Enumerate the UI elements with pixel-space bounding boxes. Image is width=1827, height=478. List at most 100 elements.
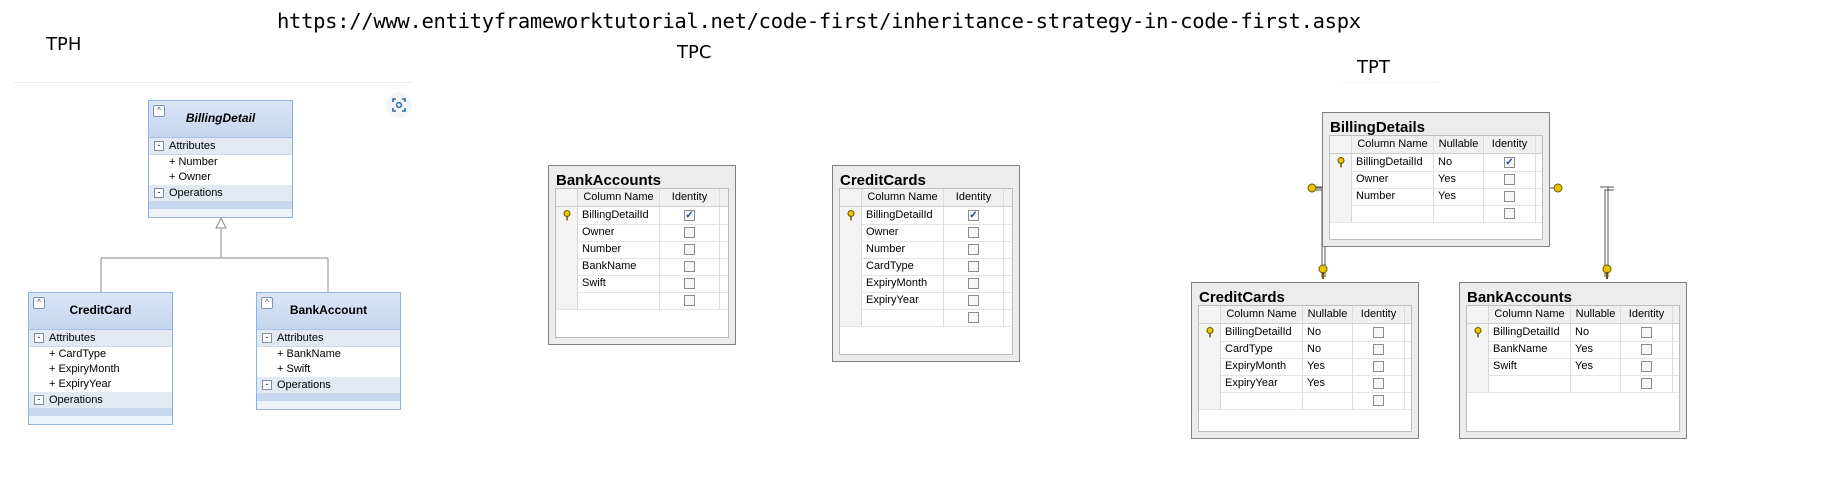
identity-checkbox[interactable]: [1373, 327, 1384, 338]
identity-checkbox[interactable]: [968, 278, 979, 289]
row-selector[interactable]: [840, 241, 862, 258]
table-row[interactable]: Number: [840, 241, 1012, 259]
identity-checkbox[interactable]: [968, 312, 979, 323]
row-selector[interactable]: [556, 241, 578, 258]
row-selector[interactable]: [1467, 341, 1489, 358]
identity-checkbox[interactable]: [684, 261, 695, 272]
identity-checkbox[interactable]: [1373, 344, 1384, 355]
table-row[interactable]: ExpiryYear: [840, 292, 1012, 310]
uml-class-creditcard[interactable]: ^ CreditCard -Attributes + CardType + Ex…: [28, 292, 173, 425]
row-selector[interactable]: [840, 275, 862, 292]
row-selector[interactable]: [1467, 375, 1489, 392]
identity-checkbox[interactable]: ✓: [968, 210, 979, 221]
identity-checkbox[interactable]: [1373, 378, 1384, 389]
table-row[interactable]: BankName: [556, 258, 728, 276]
table-row[interactable]: BillingDetailId✓: [556, 207, 728, 225]
identity-checkbox[interactable]: [1373, 395, 1384, 406]
row-selector[interactable]: [1467, 358, 1489, 375]
operations-section[interactable]: -Operations: [257, 377, 400, 394]
table-row[interactable]: ExpiryMonth: [840, 275, 1012, 293]
table-row[interactable]: Swift: [556, 275, 728, 293]
row-selector[interactable]: [840, 224, 862, 241]
identity-checkbox[interactable]: [1641, 361, 1652, 372]
uml-class-billingdetail[interactable]: ^ BillingDetail -Attributes + Number + O…: [148, 100, 293, 218]
table-row[interactable]: [1199, 392, 1411, 410]
identity-checkbox[interactable]: [968, 227, 979, 238]
identity-checkbox[interactable]: [684, 295, 695, 306]
identity-checkbox[interactable]: [1641, 344, 1652, 355]
minus-icon[interactable]: -: [34, 395, 44, 405]
scan-focus-icon[interactable]: [386, 92, 412, 118]
row-selector[interactable]: [1199, 392, 1221, 409]
collapse-icon[interactable]: ^: [153, 105, 165, 117]
identity-checkbox[interactable]: [684, 278, 695, 289]
identity-checkbox[interactable]: [1504, 208, 1515, 219]
row-selector[interactable]: [1199, 375, 1221, 392]
row-selector[interactable]: [840, 258, 862, 275]
table-row[interactable]: Number: [556, 241, 728, 259]
operations-section[interactable]: -Operations: [29, 392, 172, 409]
row-selector[interactable]: [840, 309, 862, 326]
table-row[interactable]: [1467, 375, 1679, 393]
row-selector[interactable]: [556, 258, 578, 275]
table-row[interactable]: Owner: [556, 224, 728, 242]
identity-checkbox[interactable]: ✓: [684, 210, 695, 221]
row-selector[interactable]: [1199, 324, 1221, 341]
row-selector[interactable]: [1330, 188, 1352, 205]
identity-checkbox[interactable]: [1504, 191, 1515, 202]
row-selector[interactable]: [1330, 154, 1352, 171]
collapse-icon[interactable]: ^: [33, 297, 45, 309]
minus-icon[interactable]: -: [154, 141, 164, 151]
table-row[interactable]: [1330, 205, 1542, 223]
identity-checkbox[interactable]: [1641, 378, 1652, 389]
row-selector[interactable]: [840, 207, 862, 224]
identity-checkbox[interactable]: [968, 295, 979, 306]
table-row[interactable]: CardType: [840, 258, 1012, 276]
table-row[interactable]: [840, 309, 1012, 327]
row-selector[interactable]: [1330, 171, 1352, 188]
uml-class-bankaccount[interactable]: ^ BankAccount -Attributes + BankName + S…: [256, 292, 401, 410]
attributes-section[interactable]: -Attributes: [29, 330, 172, 347]
attributes-section[interactable]: -Attributes: [257, 330, 400, 347]
table-row[interactable]: Owner: [840, 224, 1012, 242]
row-selector[interactable]: [556, 275, 578, 292]
table-row[interactable]: BillingDetailId✓: [840, 207, 1012, 225]
identity-checkbox[interactable]: [1504, 174, 1515, 185]
identity-checkbox[interactable]: ✓: [1504, 157, 1515, 168]
identity-checkbox[interactable]: [968, 244, 979, 255]
identity-checkbox[interactable]: [684, 227, 695, 238]
identity-checkbox[interactable]: [684, 244, 695, 255]
identity-checkbox[interactable]: [1641, 327, 1652, 338]
row-selector[interactable]: [1199, 341, 1221, 358]
row-selector[interactable]: [1199, 358, 1221, 375]
row-selector[interactable]: [556, 292, 578, 309]
row-selector[interactable]: [1330, 205, 1352, 222]
minus-icon[interactable]: -: [262, 380, 272, 390]
table-row[interactable]: [556, 292, 728, 310]
operations-section[interactable]: -Operations: [149, 185, 292, 202]
row-selector[interactable]: [840, 292, 862, 309]
minus-icon[interactable]: -: [262, 333, 272, 343]
collapse-icon[interactable]: ^: [261, 297, 273, 309]
row-selector[interactable]: [556, 224, 578, 241]
minus-icon[interactable]: -: [34, 333, 44, 343]
minus-icon[interactable]: -: [154, 188, 164, 198]
attributes-section[interactable]: -Attributes: [149, 138, 292, 155]
identity-checkbox[interactable]: [1373, 361, 1384, 372]
row-selector[interactable]: [556, 207, 578, 224]
